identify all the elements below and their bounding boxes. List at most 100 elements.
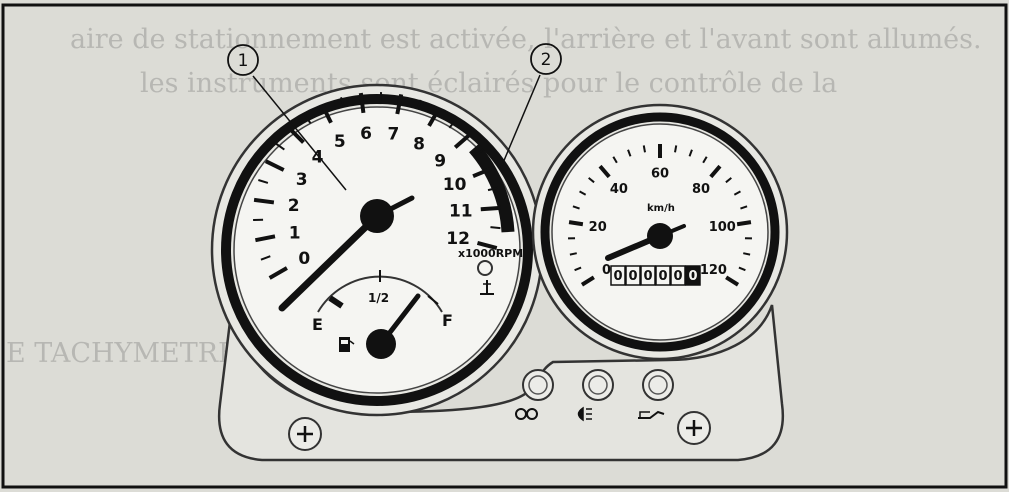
speedometer-scale-label: 20 [589,220,607,235]
tachometer-hub [360,199,394,233]
speedometer-minor-tick [569,252,577,256]
speedometer-major-tick [568,220,584,227]
speedometer-minor-tick [574,266,582,272]
speedometer-minor-tick [588,177,595,184]
speedometer-major-tick [580,275,595,287]
coolant-lamp [477,260,493,276]
oil-pressure-icon [638,410,665,419]
speedometer-minor-tick [740,205,748,210]
speedometer-minor-tick [743,252,751,256]
odometer-digit-box [670,265,686,286]
odometer-digit: 0 [613,269,622,284]
tachometer-scale-label: 1 [289,224,301,244]
odometer-digit: 0 [643,269,652,284]
speedometer-minor-tick [612,156,618,164]
tachometer-major-tick [254,234,276,243]
indicator-light-1 [522,369,554,401]
tachometer-scale-label: 3 [296,170,308,190]
tachometer-major-tick [395,93,404,115]
tachometer-major-tick [287,126,305,144]
speedometer-minor-tick [702,156,708,164]
tachometer-scale-label: 9 [434,152,446,172]
fuel-half-label: 1/2 [368,291,389,305]
speedometer-minor-tick [627,149,632,157]
tachometer-major-tick [320,103,333,124]
odometer-digit: 0 [628,269,637,284]
tachometer-major-tick [472,166,493,179]
tachometer-scale-label: 12 [446,229,470,249]
speedometer-minor-tick [572,205,580,210]
speedometer-ticks [568,144,752,287]
figure-border [1,3,1008,489]
tachometer-major-tick [358,92,366,114]
tachometer-major-tick [264,159,285,172]
callout-number-1: 1 [238,51,249,71]
speedometer-scale-label: 80 [692,182,710,197]
tachometer-minor-tick [275,142,285,151]
tachometer-major-tick [453,132,472,149]
speedometer-ring [540,112,780,352]
speedometer-major-tick [709,164,722,179]
tachometer-scale-label: 10 [443,175,467,195]
odometer-digit: 0 [658,269,667,284]
indicator-light-2 [582,369,614,401]
fuel-full-label: F [442,311,453,330]
odometer-digit-box [655,265,671,286]
callout-leader-1 [252,75,347,191]
tachometer-minor-tick [490,226,501,230]
speedometer-scale-label: 100 [709,220,736,235]
speedometer-scale-label: 0 [602,263,611,278]
odometer-digit-box [610,265,626,286]
callout-circle-2 [530,43,562,75]
tachometer-scale-label: 5 [334,132,346,152]
fuel-pump-icon [339,337,355,352]
callout-circle-1 [227,44,259,76]
tachometer-ring [221,94,533,406]
tachometer-minor-tick [258,179,269,184]
speedometer-major-tick [725,275,740,287]
tachometer-ticks [253,92,501,280]
speedometer-scale-label: 120 [700,263,727,278]
right-screw [677,411,711,445]
tachometer-minor-tick [448,119,457,129]
thermometer-icon [480,280,494,295]
odometer-digit: 0 [673,269,682,284]
indicator-light-3 [642,369,674,401]
tachometer-scale-label: 11 [449,202,473,222]
tachometer-minor-tick [303,114,312,124]
speedometer-hub [647,223,673,249]
turn-signal-icon [515,408,538,420]
tachometer-major-tick [480,205,501,212]
odometer-digit-box [640,265,656,286]
speedometer-minor-tick [733,190,741,196]
fuel-empty-label: E [312,315,323,334]
tachometer-minor-tick [260,255,271,261]
tachometer-scale-label: 6 [360,124,372,144]
speedometer-unit: km/h [647,203,675,214]
speedometer-major-tick [736,220,752,227]
tachometer-minor-tick [487,186,498,192]
tachometer-major-tick [476,240,498,251]
speedometer-minor-tick [738,266,746,272]
odometer-digit: 0 [688,269,697,284]
tachometer-scale-label: 0 [298,249,310,269]
fuel-empty-marker [328,295,344,309]
tachometer-dial [233,106,521,394]
speedometer-minor-tick [688,149,693,157]
headlight-icon [577,406,592,422]
tachometer-major-tick [268,266,288,280]
callout-leader-2 [499,74,541,171]
fuel-hub [366,329,396,359]
callout-number-2: 2 [541,50,552,70]
odometer-digit-box [625,265,641,286]
speedometer-major-tick [598,164,611,179]
tachometer-scale-label: 7 [387,125,399,145]
tachometer-major-tick [427,107,441,127]
left-screw [288,417,322,451]
tachometer-scale-label: 8 [413,134,425,154]
